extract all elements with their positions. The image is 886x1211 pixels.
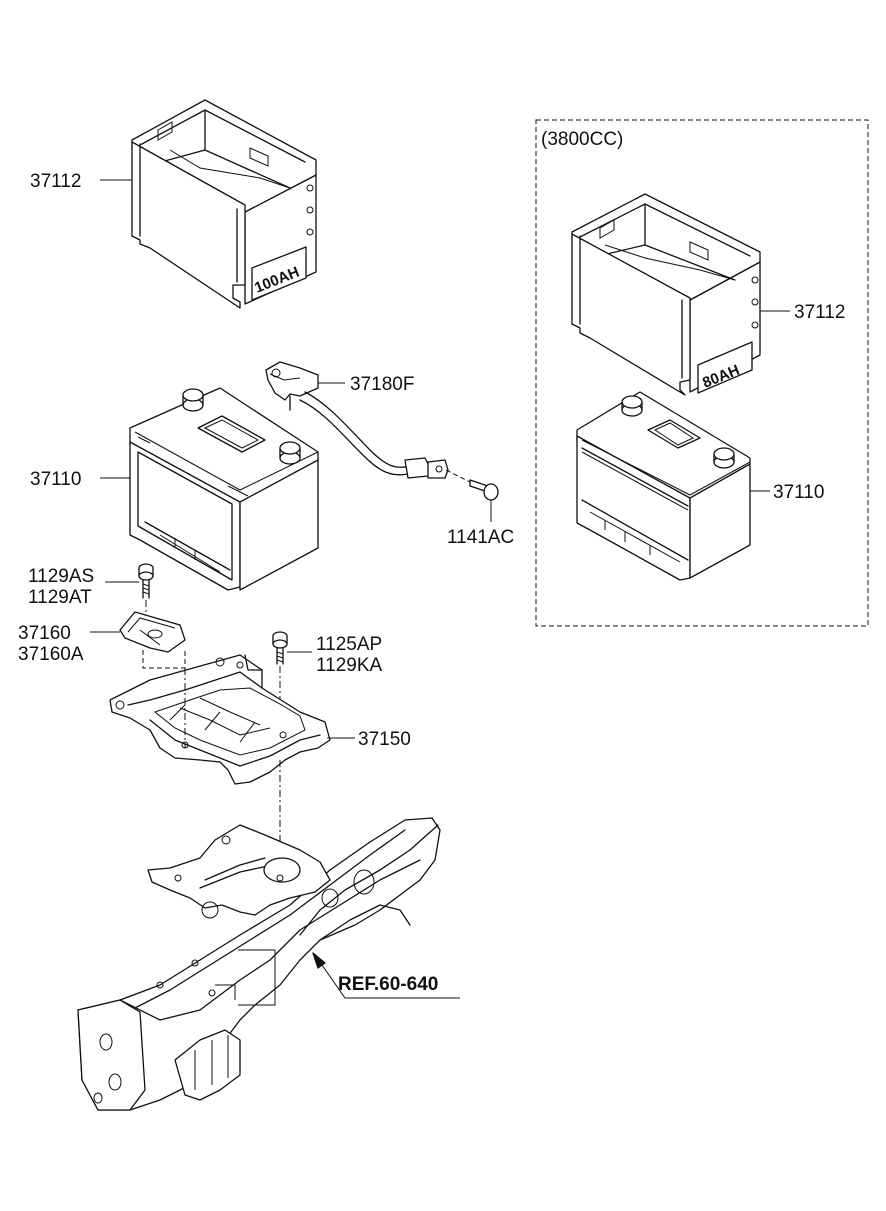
part-label-37110-left[interactable]: 37110	[30, 469, 81, 490]
variant-3800cc-box	[535, 119, 869, 627]
part-label-1125ap[interactable]: 1125AP	[316, 634, 382, 655]
part-label-1141ac[interactable]: 1141AC	[447, 527, 514, 548]
clamp-bolt[interactable]	[138, 563, 154, 628]
part-label-1129at[interactable]: 1129AT	[28, 587, 92, 608]
part-label-37150[interactable]: 37150	[358, 729, 411, 750]
reference-arrow	[312, 952, 460, 999]
battery-bracket[interactable]	[109, 654, 331, 878]
battery-tray-right[interactable]: 80AH	[571, 193, 761, 396]
battery-left[interactable]	[129, 387, 319, 591]
tray-bolt[interactable]	[272, 631, 288, 730]
leader-lines	[90, 179, 790, 739]
battery-cable[interactable]	[265, 361, 449, 479]
body-frame[interactable]	[77, 817, 441, 1111]
part-label-1129as[interactable]: 1129AS	[28, 566, 94, 587]
cable-bolt[interactable]	[445, 469, 499, 501]
part-label-37112-left[interactable]: 37112	[30, 171, 81, 192]
part-label-37180f[interactable]: 37180F	[350, 374, 414, 395]
part-label-1129ka[interactable]: 1129KA	[316, 655, 383, 676]
part-label-37112-right[interactable]: 37112	[794, 302, 845, 323]
battery-right[interactable]	[576, 391, 751, 581]
part-label-37110-right[interactable]: 37110	[773, 482, 824, 503]
part-label-37160[interactable]: 37160	[18, 623, 71, 644]
battery-tray-left[interactable]: 100AH	[131, 99, 317, 309]
reference-label[interactable]: REF.60-640	[338, 974, 438, 995]
hold-down-clamp[interactable]	[119, 611, 186, 669]
part-label-37160a[interactable]: 37160A	[18, 644, 84, 665]
variant-label: (3800CC)	[541, 129, 623, 150]
